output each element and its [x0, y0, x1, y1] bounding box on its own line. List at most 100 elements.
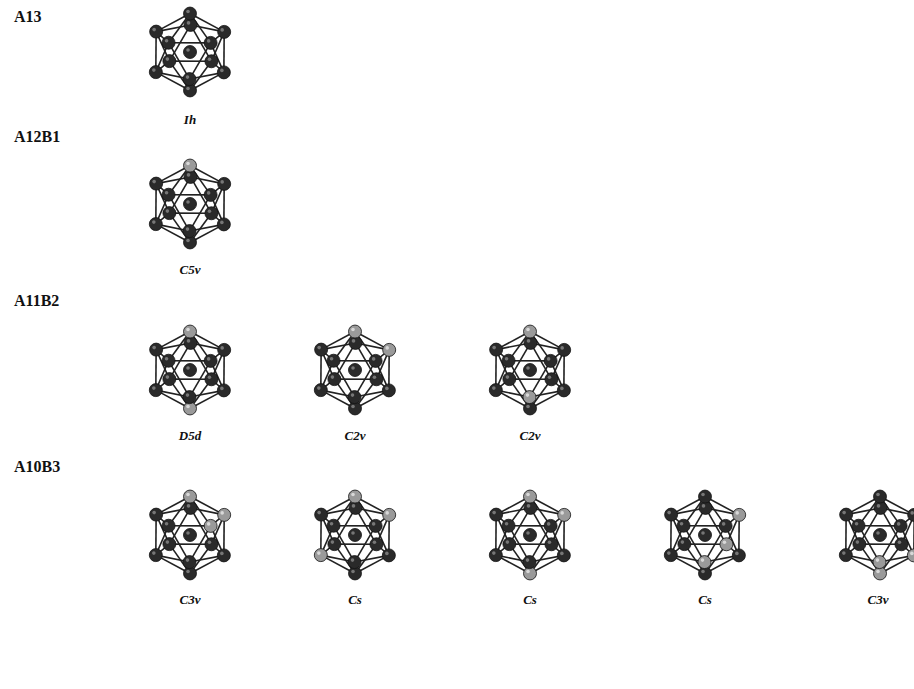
atom-highlight	[208, 540, 212, 544]
atom-highlight	[701, 493, 705, 497]
a-atom	[149, 549, 162, 562]
atom-highlight	[207, 522, 211, 526]
a-atom	[150, 343, 163, 356]
a-atom	[895, 538, 908, 551]
atom-highlight	[186, 531, 190, 535]
b-atom	[383, 508, 396, 521]
atom-highlight	[186, 162, 190, 166]
b-atom	[558, 508, 571, 521]
a-atom	[545, 538, 558, 551]
a-atom	[502, 519, 515, 532]
atom-highlight	[506, 540, 510, 544]
a-atom	[490, 343, 503, 356]
a-atom	[894, 519, 907, 532]
a-atom	[699, 529, 712, 542]
symmetry-label: C3v	[180, 592, 201, 608]
atom-highlight	[855, 522, 859, 526]
atom-highlight	[317, 346, 321, 350]
symmetry-label: C2v	[345, 428, 366, 444]
a-atom	[184, 198, 197, 211]
a-atom	[315, 508, 328, 521]
atom-highlight	[701, 570, 705, 574]
atom-highlight	[186, 366, 190, 370]
a-atom	[183, 73, 196, 86]
a-atom	[217, 549, 230, 562]
a-atom	[328, 538, 341, 551]
a-atom	[183, 391, 196, 404]
atom-highlight	[220, 387, 224, 391]
atom-highlight	[526, 328, 530, 332]
a-atom	[218, 25, 231, 38]
a-atom	[204, 36, 217, 49]
b-atom	[314, 549, 327, 562]
atom-highlight	[385, 552, 389, 556]
atom-highlight	[187, 173, 191, 177]
atom-highlight	[187, 339, 191, 343]
atom-highlight	[152, 551, 156, 555]
atom-highlight	[152, 180, 156, 184]
atom-highlight	[351, 493, 355, 497]
atom-highlight	[330, 357, 334, 361]
a-atom	[908, 508, 914, 521]
a-atom	[205, 207, 218, 220]
a-atom	[204, 354, 217, 367]
b-atom	[218, 508, 231, 521]
atom-highlight	[186, 10, 190, 14]
atom-highlight	[351, 558, 355, 562]
icosahedral-cluster	[664, 490, 745, 580]
atom-highlight	[505, 522, 509, 526]
b-atom	[873, 556, 886, 569]
a-atom	[183, 225, 196, 238]
a-atom	[852, 519, 865, 532]
a-atom	[205, 373, 218, 386]
atom-highlight	[220, 552, 224, 556]
atom-highlight	[701, 531, 705, 535]
atom-highlight	[701, 558, 705, 562]
a-atom	[349, 364, 362, 377]
a-atom	[218, 177, 231, 190]
atom-highlight	[526, 558, 530, 562]
a-atom	[149, 384, 162, 397]
atom-highlight	[208, 209, 212, 213]
atom-highlight	[330, 522, 334, 526]
a-atom	[544, 519, 557, 532]
atom-highlight	[166, 540, 170, 544]
symmetry-label: Cs	[523, 592, 537, 608]
atom-highlight	[186, 558, 190, 562]
atom-highlight	[186, 48, 190, 52]
a-atom	[382, 384, 395, 397]
atom-highlight	[351, 531, 355, 535]
a-atom	[699, 490, 712, 503]
atom-highlight	[220, 511, 224, 515]
atom-highlight	[876, 493, 880, 497]
atom-highlight	[152, 386, 156, 390]
a-atom	[217, 384, 230, 397]
atom-highlight	[207, 39, 211, 43]
atom-highlight	[526, 393, 530, 397]
atom-highlight	[331, 540, 335, 544]
a-atom	[218, 343, 231, 356]
a-atom	[489, 384, 502, 397]
a-atom	[150, 25, 163, 38]
atom-highlight	[492, 511, 496, 515]
symmetry-label: Cs	[698, 592, 712, 608]
a-atom	[327, 519, 340, 532]
atom-highlight	[842, 511, 846, 515]
symmetry-label: D5d	[179, 428, 201, 444]
icosahedral-cluster	[314, 490, 395, 580]
a-atom	[184, 364, 197, 377]
atom-highlight	[560, 511, 564, 515]
atom-highlight	[208, 375, 212, 379]
atom-highlight	[317, 511, 321, 515]
a-atom	[874, 529, 887, 542]
a-atom	[369, 354, 382, 367]
symmetry-label: C3v	[868, 592, 889, 608]
composition-label: A12B1	[14, 128, 60, 146]
symmetry-label: Ih	[184, 112, 196, 128]
a-atom	[490, 508, 503, 521]
atom-highlight	[220, 69, 224, 73]
b-atom	[524, 325, 537, 338]
atom-highlight	[876, 558, 880, 562]
a-atom	[162, 354, 175, 367]
a-atom	[558, 343, 571, 356]
